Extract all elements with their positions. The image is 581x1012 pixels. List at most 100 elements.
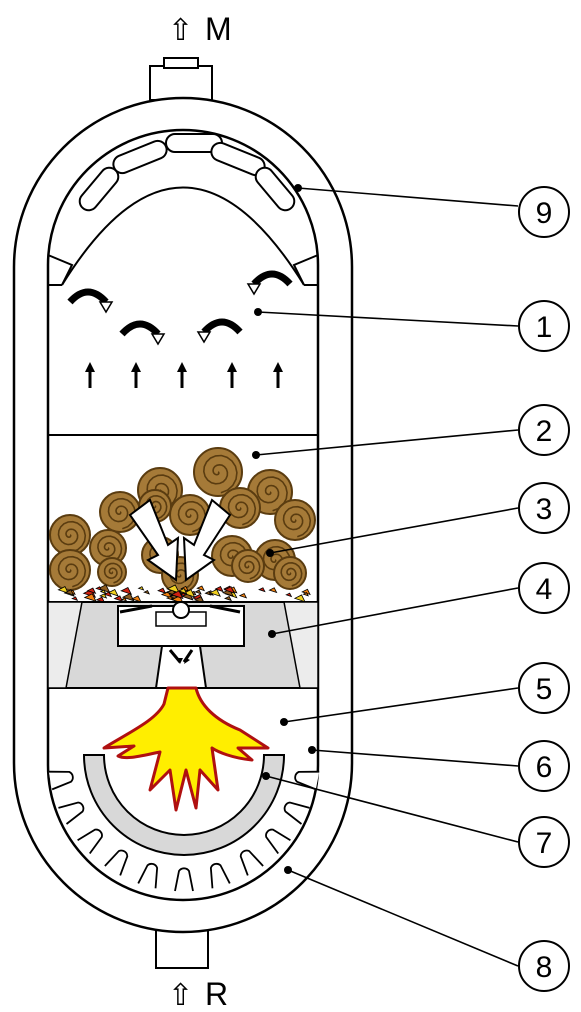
ember (285, 592, 293, 598)
callout-9: 9 (518, 186, 570, 238)
ember (166, 584, 180, 594)
ember (182, 589, 196, 598)
callout-label: 6 (536, 751, 553, 784)
ember (120, 586, 133, 595)
tube-loop (265, 828, 291, 855)
callout-label: 2 (536, 415, 553, 448)
callout-6: 6 (518, 740, 570, 792)
wood-log (97, 557, 127, 587)
tube-loop (209, 862, 231, 889)
callout-2: 2 (518, 404, 570, 456)
ember (223, 586, 235, 594)
ember (99, 593, 108, 599)
ember (99, 589, 107, 594)
wood-log (49, 549, 91, 591)
callout-3: 3 (518, 482, 570, 534)
callout-label: 9 (536, 197, 553, 230)
ember (57, 586, 69, 594)
callout-label: 8 (536, 951, 553, 984)
callout-4: 4 (518, 562, 570, 614)
ember (121, 593, 135, 602)
outlet-top-label: M (205, 11, 232, 47)
up-arrow (273, 362, 283, 388)
up-arrow (131, 362, 141, 388)
ember (293, 594, 306, 603)
wood-logs (49, 447, 316, 594)
tube-loop (58, 801, 85, 825)
ember (170, 590, 184, 600)
ember (204, 591, 212, 596)
outlet-top-arrow: ⇧ (168, 14, 193, 47)
ember (130, 595, 142, 603)
ember (120, 597, 128, 602)
ember (143, 589, 151, 595)
callout-label: 1 (536, 311, 553, 344)
bottom-tube-loops (48, 770, 320, 892)
curved-arrow (246, 270, 293, 296)
callout-5: 5 (518, 662, 570, 714)
ember (107, 588, 119, 597)
callout-label: 3 (536, 493, 553, 526)
callout-label: 7 (536, 827, 553, 860)
outlet-top-pipe (149, 65, 213, 101)
tube-loop (294, 770, 320, 791)
heat-exchanger-tubes (78, 133, 296, 212)
combustion-chamber-ring (82, 754, 286, 856)
wood-log (274, 499, 316, 541)
outlet-bottom-label: R (205, 976, 228, 1012)
leader-lines (252, 184, 519, 967)
tube-loop (239, 849, 264, 876)
ember (157, 587, 167, 594)
callout-8: 8 (518, 940, 570, 992)
ember (238, 592, 248, 599)
flue-gas-flow-arrows (67, 270, 293, 346)
outlet-top: ⇧ M (149, 11, 232, 101)
downdraft-arrows (128, 498, 232, 582)
ember (103, 591, 113, 598)
embers (57, 584, 311, 605)
up-arrow (177, 362, 187, 388)
callout-7: 7 (518, 816, 570, 868)
outlet-top-cap (163, 57, 199, 69)
callout-label: 5 (536, 673, 553, 706)
ember (64, 589, 75, 596)
upward-arrows (85, 362, 283, 388)
outlet-bottom-arrow: ⇧ (168, 979, 193, 1012)
ember (208, 588, 221, 597)
curved-arrow (196, 318, 243, 344)
wood-log (193, 447, 243, 497)
ember (83, 593, 97, 602)
ember (86, 587, 97, 594)
outlet-bottom-pipe (155, 929, 209, 969)
ember (268, 587, 278, 594)
flame (102, 686, 270, 812)
callout-group: 9 1 2 3 4 5 6 7 8 (518, 186, 570, 992)
ember (113, 595, 124, 602)
ember (302, 592, 309, 597)
callout-label: 4 (536, 573, 553, 606)
nozzle-grate-block (47, 601, 319, 689)
ember (258, 587, 266, 593)
ember (177, 587, 188, 595)
wood-log (273, 556, 307, 590)
up-arrow (227, 362, 237, 388)
curved-arrow (119, 320, 166, 346)
inner-dome (61, 186, 305, 286)
curved-arrow (67, 288, 114, 314)
ember (214, 585, 224, 593)
callout-1: 1 (518, 300, 570, 352)
tube-loop (104, 849, 129, 876)
tube-loop (48, 770, 74, 791)
ember (196, 585, 206, 592)
up-arrow (85, 362, 95, 388)
tube-loop (137, 862, 159, 889)
ember (95, 586, 103, 591)
ember (181, 592, 194, 601)
wood-log (231, 549, 265, 583)
ember (194, 589, 202, 595)
ember (223, 595, 233, 602)
ember (137, 586, 145, 591)
ember (71, 596, 79, 601)
outlet-bottom: ⇧ R (155, 929, 228, 1012)
